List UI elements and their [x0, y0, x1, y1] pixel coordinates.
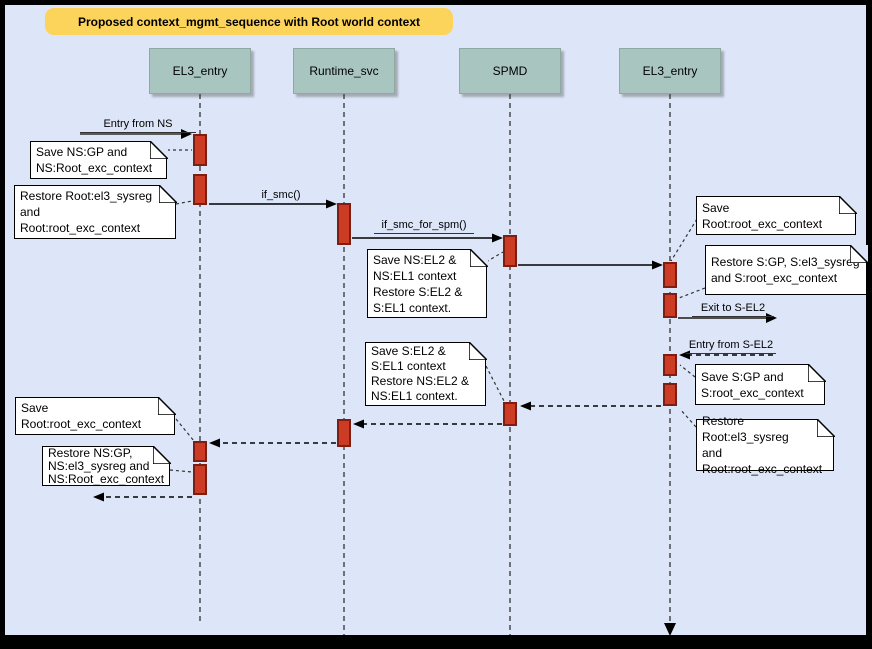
arrowhead-if-smc-icon [326, 199, 337, 209]
connector-note-save-s-gp [679, 364, 696, 378]
note-save-ns-el2: Save NS:EL2 & NS:EL1 context Restore S:E… [367, 248, 488, 318]
connector-note-restore-root-top [175, 200, 193, 205]
note-save-s-gp: Save S:GP and S:root_exc_context [695, 363, 826, 405]
folded-corner-icon [158, 184, 177, 203]
note-text: Restore Root:el3_sysreg and Root:root_ex… [702, 414, 823, 476]
note-text: Restore S:GP, S:el3_sysreg and S:root_ex… [711, 255, 860, 285]
connector-note-restore-s-gp [678, 287, 706, 299]
activation-el3r-restore [663, 383, 677, 406]
note-text: Save Root:root_exc_context [702, 200, 823, 231]
note-restore-root-right: Restore Root:el3_sysreg and Root:root_ex… [696, 414, 835, 476]
connector-note-save-s-el2 [485, 365, 505, 402]
activation-el3l-exit [193, 464, 207, 495]
note-text: Save S:GP and S:root_exc_context [701, 369, 804, 400]
lifeline-header-el3-entry-right: EL3_entry [619, 48, 721, 94]
arrowhead-spmd-to-el3-icon [652, 260, 663, 270]
connector-note-restore-ns-gp [169, 469, 193, 473]
diagram-background [5, 5, 866, 635]
note-restore-root-top: Restore Root:el3_sysreg and Root:root_ex… [14, 184, 177, 239]
connector-note-save-ns-el2 [485, 251, 504, 263]
note-text: Restore Root:el3_sysreg and Root:root_ex… [20, 189, 153, 235]
activation-spmd-return [503, 402, 517, 426]
arrowhead-return-el3-to-spmd-icon [520, 401, 531, 411]
activation-el3l-smc [193, 174, 207, 205]
lifeline-header-el3-entry-left: EL3_entry [149, 48, 251, 94]
activation-el3l-entry [193, 134, 207, 166]
arrowhead-return-spmd-to-runtime-icon [353, 419, 364, 429]
folded-corner-icon [468, 341, 487, 360]
note-save-ns-gp: Save NS:GP and NS:Root_exc_context [30, 140, 168, 179]
lifeline-end-arrow-icon [664, 623, 676, 636]
folded-corner-icon [149, 140, 168, 159]
arrowhead-exit-to-ns-icon [93, 492, 104, 502]
label-exit-to-s-el2: Exit to S-EL2 [692, 302, 774, 317]
arrowhead-if-smc-for-spm-icon [492, 233, 503, 243]
connector-note-restore-root-right [679, 408, 697, 428]
connector-note-save-root-exc-right [670, 218, 698, 262]
connector-note-save-root-exc-left [175, 418, 195, 442]
folded-corner-icon [807, 363, 826, 382]
label-entry-from-s-el2: Entry from S-EL2 [686, 339, 776, 354]
folded-corner-icon [849, 244, 868, 263]
note-restore-ns-gp: Restore NS:GP, NS:el3_sysreg and NS:Root… [42, 445, 171, 486]
activation-el3r-exit [663, 293, 677, 318]
activation-runtime-return [337, 419, 351, 447]
arrowhead-entry-from-ns-icon [181, 129, 192, 139]
note-text: Save Root:root_exc_context [21, 401, 142, 431]
note-text: Save NS:GP and NS:Root_exc_context [36, 145, 153, 175]
note-save-s-el2: Save S:EL2 & S:EL1 context Restore NS:EL… [365, 341, 487, 406]
activation-el3l-return [193, 441, 207, 462]
arrowhead-entry-from-s-el2-icon [679, 350, 690, 360]
label-entry-from-ns: Entry from NS [80, 118, 196, 133]
note-text: Save NS:EL2 & NS:EL1 context Restore S:E… [373, 252, 463, 315]
diagram-title: Proposed context_mgmt_sequence with Root… [45, 8, 453, 35]
label-if-smc-for-spm: if_smc_for_spm() [374, 219, 474, 234]
folded-corner-icon [838, 195, 857, 214]
activation-el3r-entry [663, 354, 677, 376]
arrowhead-exit-to-s-el2-icon [766, 313, 777, 323]
folded-corner-icon [816, 418, 835, 437]
activation-spmd-forward [503, 235, 517, 267]
activation-el3r-save [663, 262, 677, 288]
folded-corner-icon [469, 248, 488, 267]
note-text: Save S:EL2 & S:EL1 context Restore NS:EL… [371, 344, 470, 403]
folded-corner-icon [152, 445, 171, 464]
arrowhead-return-runtime-to-el3-icon [209, 438, 220, 448]
activation-runtime-svc [337, 203, 351, 245]
lifeline-header-spmd: SPMD [459, 48, 561, 94]
note-save-root-exc-right: Save Root:root_exc_context [696, 195, 857, 235]
lifeline-header-runtime-svc: Runtime_svc [293, 48, 395, 94]
label-if-smc: if_smc() [241, 189, 321, 204]
note-save-root-exc-left: Save Root:root_exc_context [15, 396, 176, 435]
note-restore-s-gp: Restore S:GP, S:el3_sysreg and S:root_ex… [705, 244, 868, 295]
folded-corner-icon [157, 396, 176, 415]
note-text: Restore NS:GP, NS:el3_sysreg and NS:Root… [48, 445, 165, 486]
